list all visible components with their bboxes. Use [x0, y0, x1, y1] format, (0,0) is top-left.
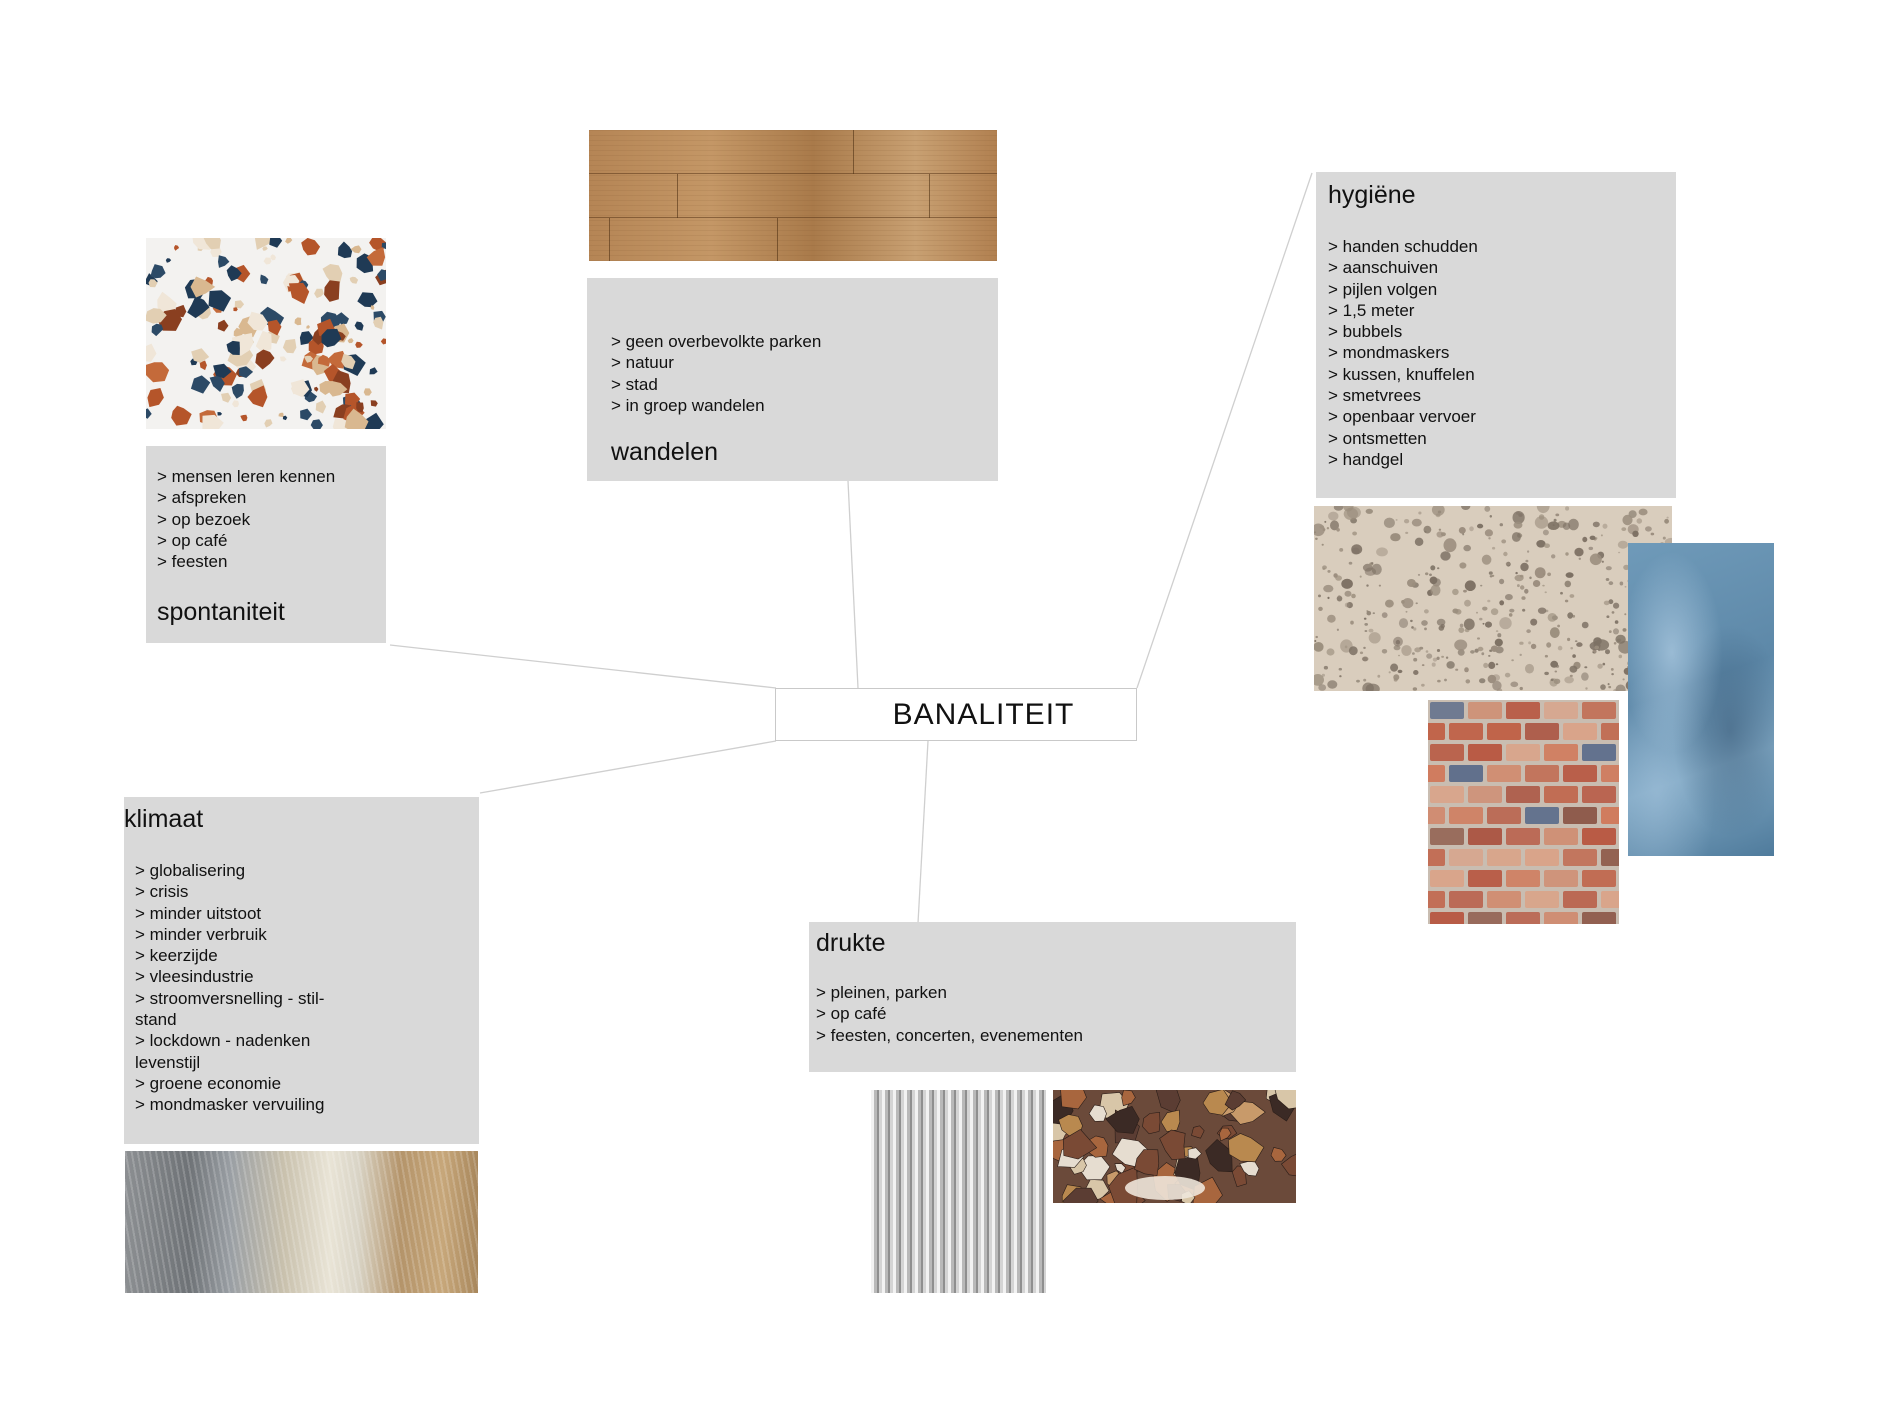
spontaniteit-list: > mensen leren kennen > afspreken > op b… [157, 466, 382, 572]
list-item: > stroomversnelling - stil-stand [135, 988, 325, 1030]
line-wandelen [847, 480, 859, 689]
wandelen-list: > geen overbevolkte parken > natuur > st… [611, 331, 991, 416]
list-item: > op bezoek [157, 509, 251, 529]
list-item: > op café [157, 530, 228, 550]
list-item: > vleesindustrie [135, 967, 254, 987]
list-item: > handen schudden [1328, 237, 1478, 256]
list-item: > mensen leren kennen [157, 467, 336, 486]
center-label: BANALITEIT [892, 697, 1075, 731]
foam-image [1314, 506, 1672, 691]
list-item: > feesten [157, 552, 228, 572]
line-klimaat [479, 740, 777, 794]
list-item: > natuur [611, 353, 674, 373]
list-item: > geen overbevolkte parken [611, 332, 822, 351]
terrazzo-image [146, 238, 386, 429]
hygiene-list: > handen schudden > aanschuiven > pijlen… [1328, 236, 1668, 470]
drukte-title: drukte [816, 929, 886, 957]
list-item: > globalisering [135, 861, 246, 880]
corrugated-metal-image [871, 1090, 1046, 1293]
list-item: > lockdown - nadenken levenstijl [135, 1031, 311, 1072]
list-item: > openbaar vervoer [1328, 407, 1476, 427]
list-item: > afspreken [157, 488, 247, 508]
wood-image [589, 130, 997, 261]
klimaat-list: > globalisering > crisis > minder uitsto… [135, 860, 335, 1116]
list-item: > feesten, concerten, evenementen [816, 1025, 1083, 1045]
list-item: > in groep wandelen [611, 395, 765, 415]
hygiene-title: hygiëne [1328, 181, 1416, 209]
klimaat-title: klimaat [124, 805, 204, 833]
list-item: > mondmaskers [1328, 343, 1450, 363]
marble-image [1053, 1090, 1296, 1203]
brick-image [1428, 700, 1619, 924]
list-item: > kussen, knuffelen [1328, 364, 1475, 384]
list-item: > mondmasker vervuiling [135, 1095, 325, 1115]
line-hygiene [1136, 172, 1313, 689]
drukte-list: > pleinen, parken > op café > feesten, c… [816, 982, 1286, 1046]
list-item: > 1,5 meter [1328, 300, 1415, 320]
list-item: > minder verbruik [135, 924, 267, 944]
node-spontaniteit[interactable]: > mensen leren kennen > afspreken > op b… [146, 446, 386, 643]
center-node[interactable]: BANALITEIT [775, 688, 1137, 741]
yarn-image [125, 1151, 478, 1293]
wandelen-title: wandelen [611, 438, 719, 466]
list-item: > ontsmetten [1328, 428, 1427, 448]
list-item: > op café [816, 1004, 887, 1024]
list-item: > keerzijde [135, 946, 218, 966]
list-item: > handgel [1328, 449, 1404, 469]
blue-latex-image [1628, 543, 1774, 856]
node-wandelen[interactable]: > geen overbevolkte parken > natuur > st… [587, 278, 998, 481]
spontaniteit-title: spontaniteit [157, 598, 285, 626]
list-item: > smetvrees [1328, 386, 1422, 406]
list-item: > bubbels [1328, 322, 1403, 342]
list-item: > crisis [135, 882, 189, 902]
list-item: > pijlen volgen [1328, 279, 1438, 299]
node-klimaat[interactable]: klimaat > globalisering > crisis > minde… [124, 797, 479, 1144]
node-drukte[interactable]: drukte > pleinen, parken > op café > fee… [809, 922, 1296, 1072]
list-item: > pleinen, parken [816, 983, 947, 1002]
line-spontaniteit [389, 644, 777, 689]
list-item: > minder uitstoot [135, 903, 262, 923]
node-hygiene[interactable]: hygiëne > handen schudden > aanschuiven … [1316, 172, 1676, 498]
list-item: > aanschuiven [1328, 258, 1439, 278]
line-drukte [917, 740, 929, 924]
list-item: > stad [611, 374, 658, 394]
list-item: > groene economie [135, 1073, 282, 1093]
